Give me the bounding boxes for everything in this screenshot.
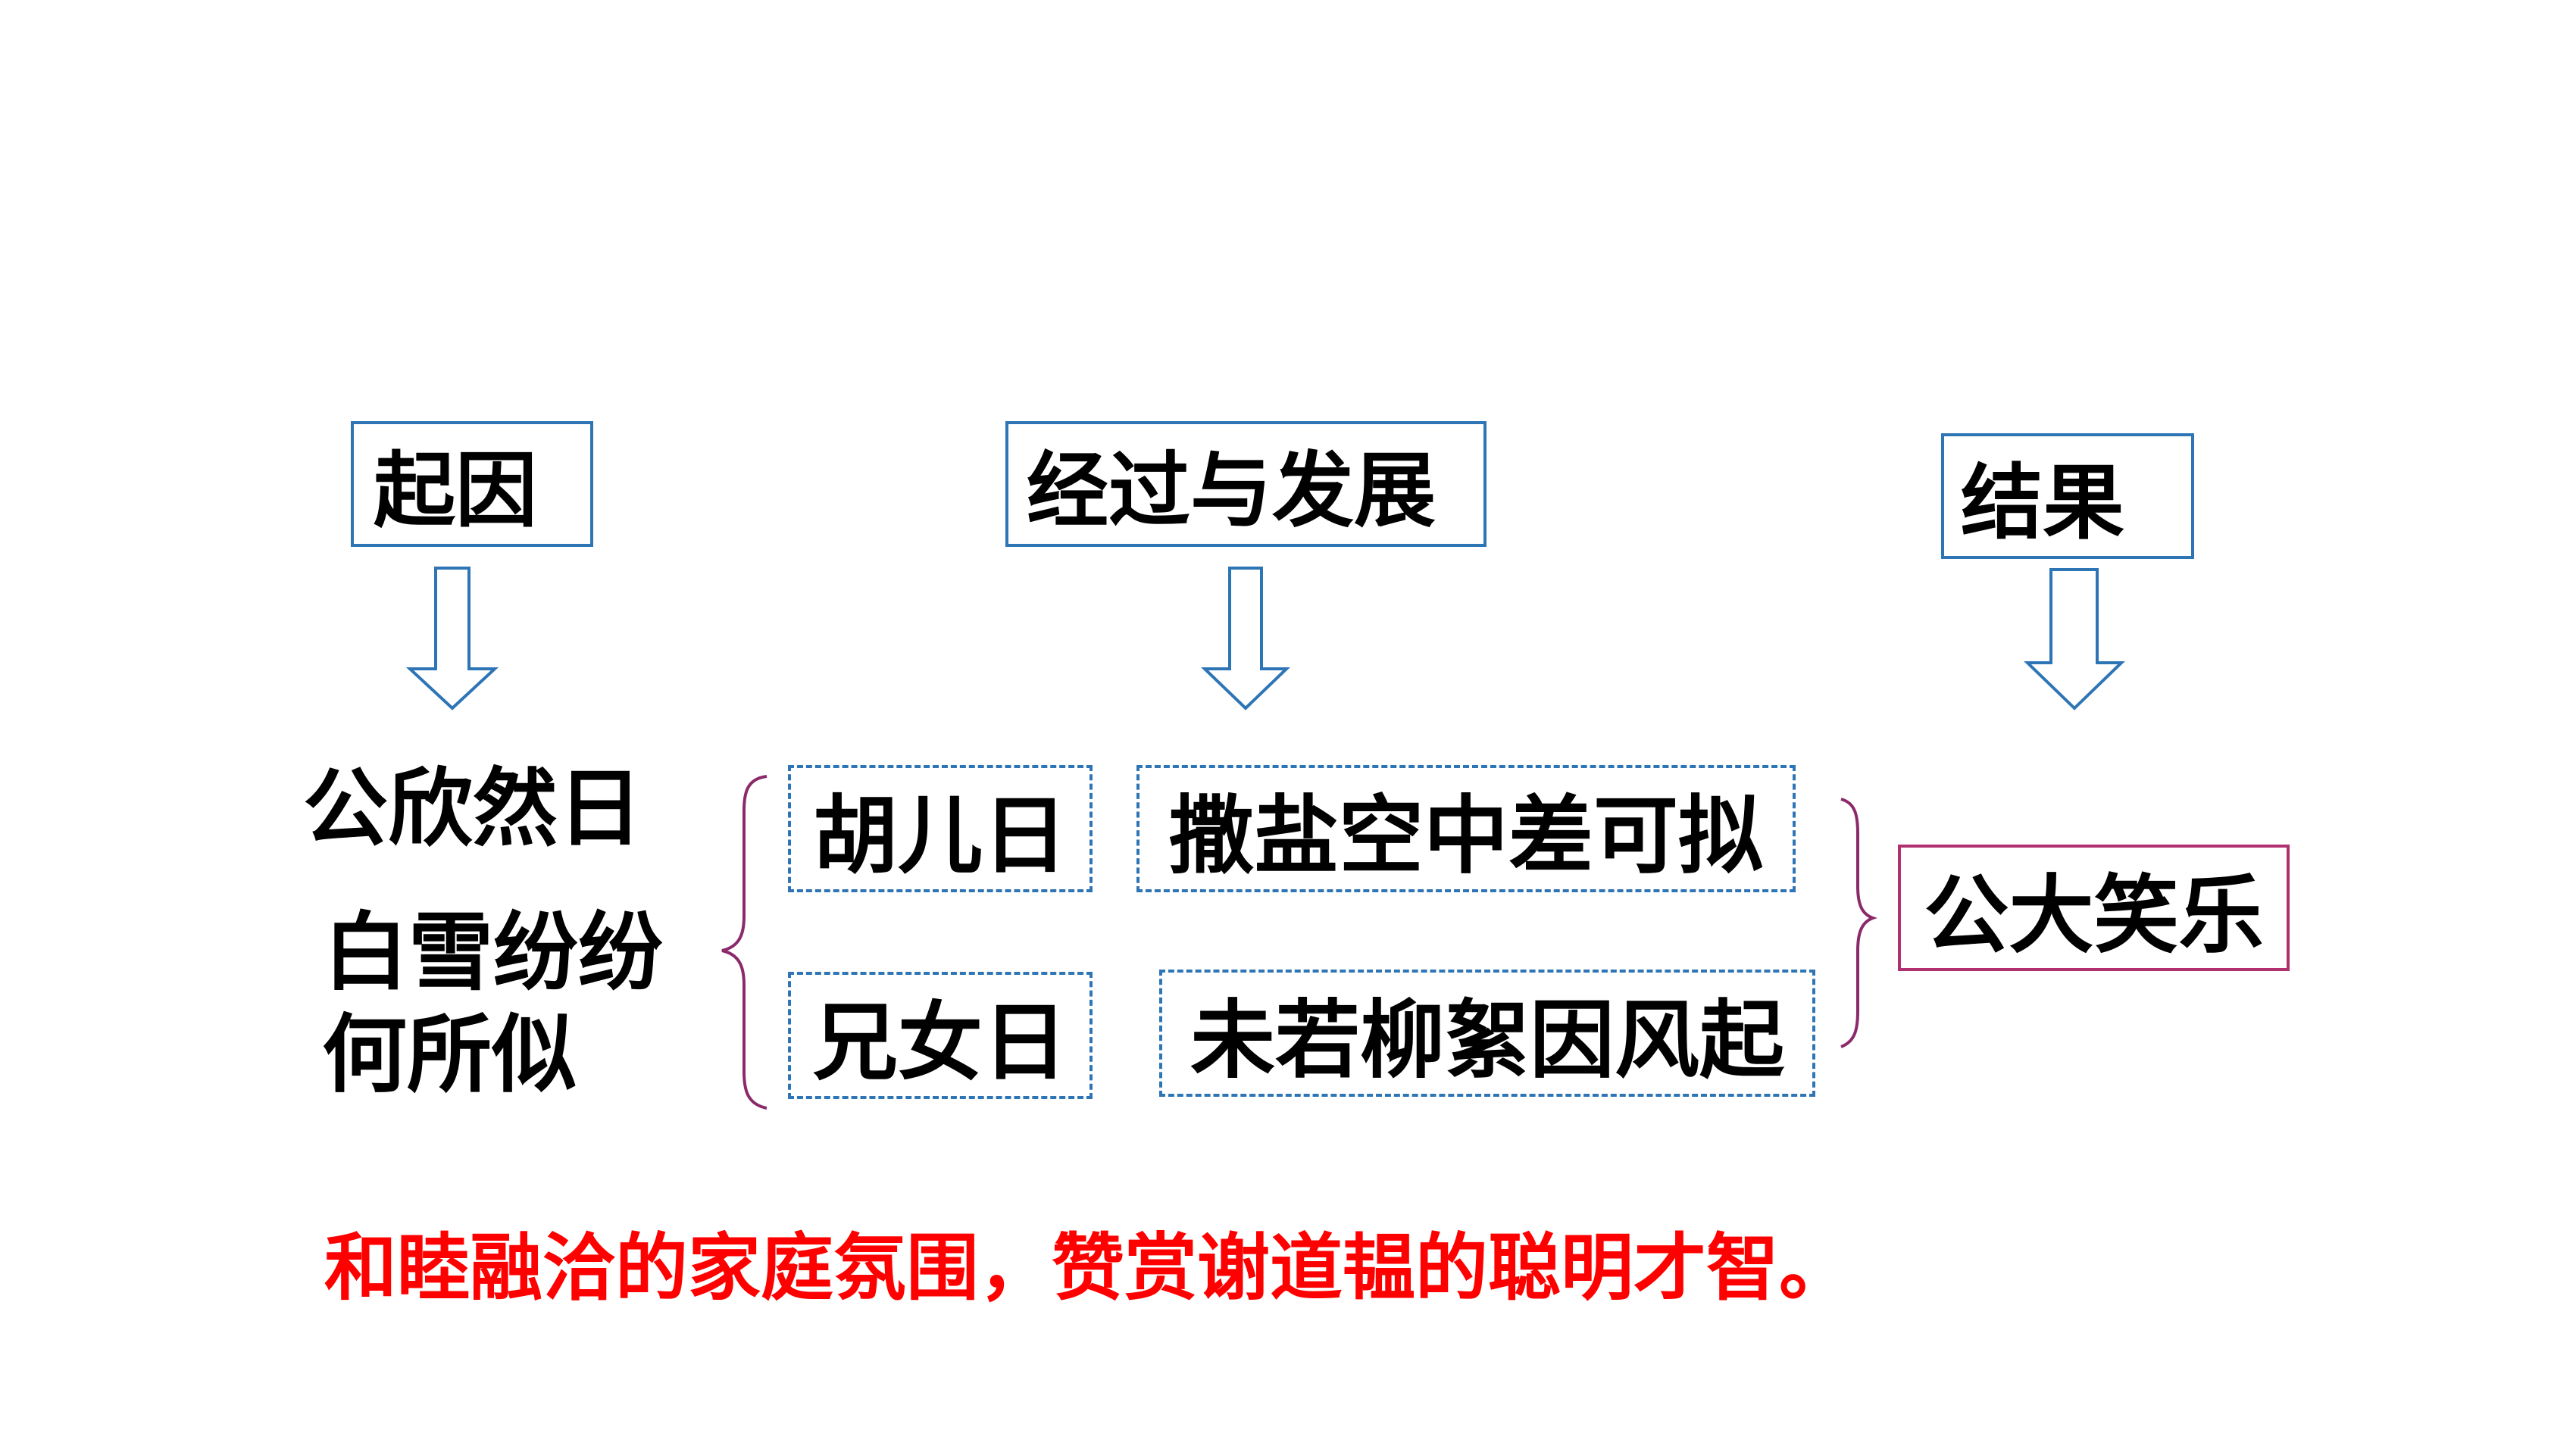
- answer-2-label: 未若柳絮因风起: [1190, 992, 1784, 1090]
- down-arrow-icon: [2024, 568, 2125, 710]
- speaker-2-label: 兄女日: [813, 994, 1068, 1092]
- cause-line-3: 何所似: [322, 1006, 577, 1104]
- header-process: 经过与发展: [1005, 421, 1487, 547]
- result-label: 公大笑乐: [1924, 866, 2264, 965]
- speaker-2-box: 兄女日: [788, 972, 1093, 1099]
- right-brace-icon: [1840, 798, 1877, 1048]
- speaker-1-label: 胡儿日: [813, 787, 1068, 885]
- answer-1-box: 撒盐空中差可拟: [1136, 765, 1796, 892]
- down-arrow-icon: [1201, 567, 1290, 710]
- header-result: 结果: [1941, 433, 2194, 559]
- answer-2-box: 未若柳絮因风起: [1159, 970, 1815, 1097]
- result-box: 公大笑乐: [1898, 845, 2290, 971]
- left-brace-icon: [721, 775, 767, 1110]
- cause-line-1: 公欣然日: [303, 760, 642, 858]
- summary-text: 和睦融洽的家庭氛围，赞赏谢道韫的聪明才智。: [324, 1226, 1852, 1310]
- header-cause: 起因: [351, 421, 593, 547]
- speaker-1-box: 胡儿日: [788, 765, 1093, 892]
- header-process-label: 经过与发展: [1027, 444, 1436, 539]
- cause-line-2: 白雪纷纷: [324, 904, 663, 1002]
- header-result-label: 结果: [1961, 456, 2125, 551]
- header-cause-label: 起因: [374, 444, 538, 539]
- answer-1-label: 撒盐空中差可拟: [1169, 787, 1763, 885]
- down-arrow-icon: [405, 567, 499, 710]
